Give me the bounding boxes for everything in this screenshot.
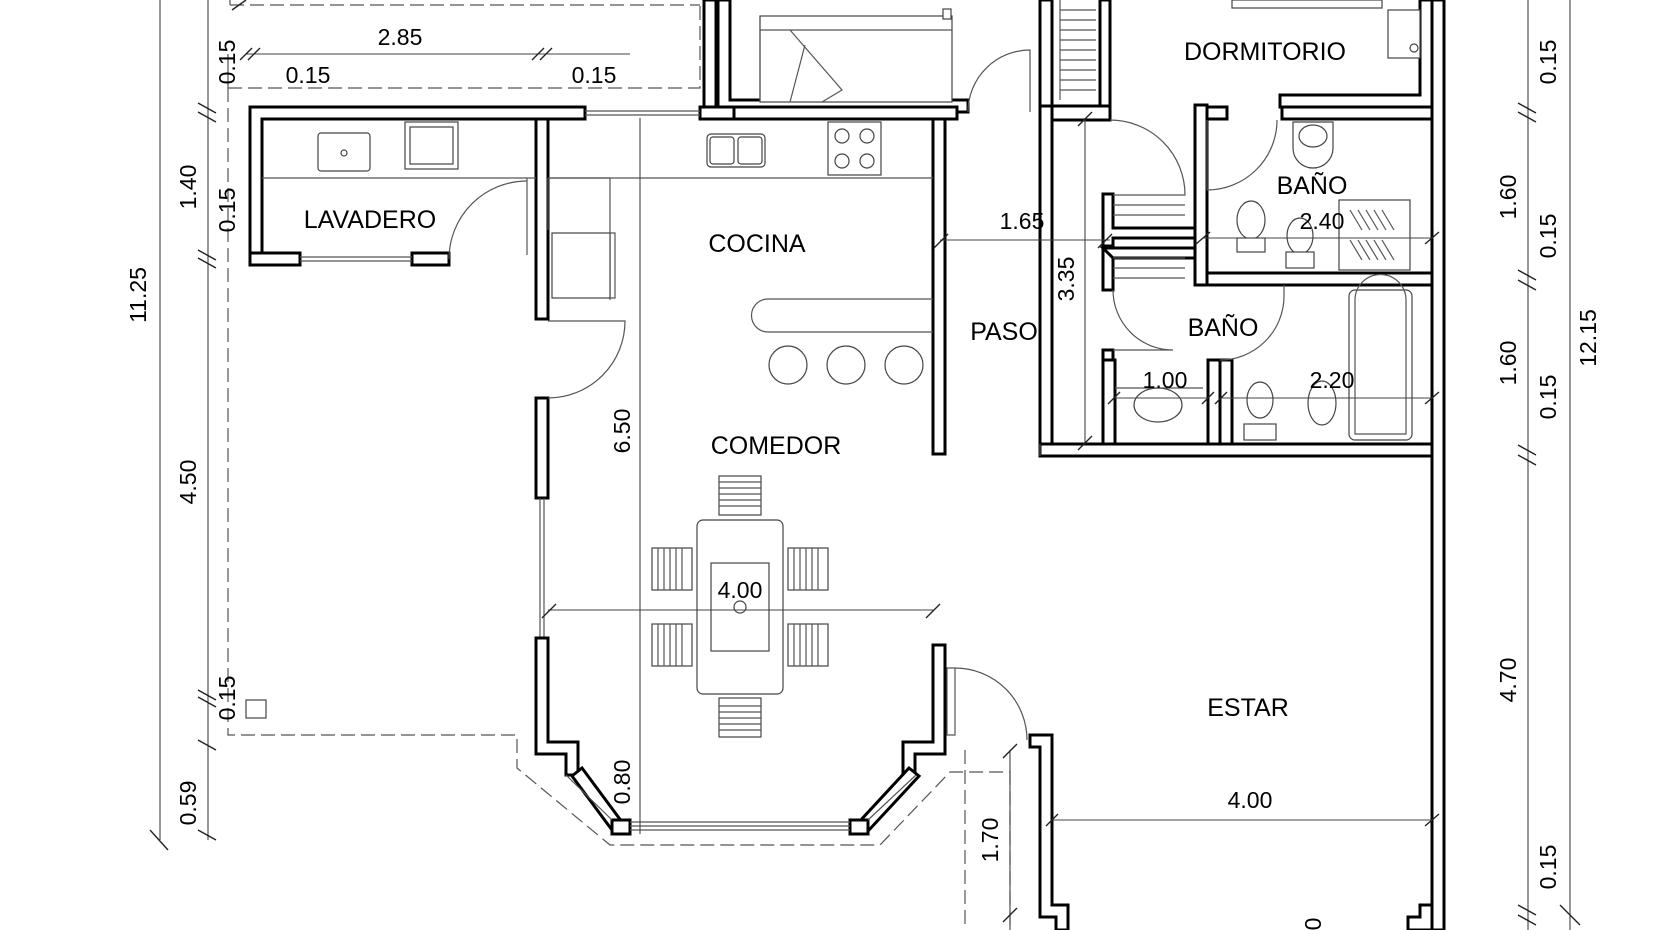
dim-left-450: 4.50 <box>175 460 201 505</box>
room-labels: LAVADERO COCINA COMEDOR PASO DORMITORIO … <box>304 38 1348 722</box>
dim-cocina-650: 6.50 <box>609 409 635 454</box>
dim-right-015-c: 0.15 <box>1535 375 1561 420</box>
dim-estar-bottom-cut: 0 <box>1300 918 1326 930</box>
cocina-comedor-walls <box>534 105 959 836</box>
room-label-cocina: COCINA <box>708 230 806 258</box>
dim-right-015-top: 0.15 <box>1535 40 1561 85</box>
stair <box>1038 0 1112 122</box>
estar-walls <box>946 667 1434 930</box>
dim-right-160-a: 1.60 <box>1495 175 1521 220</box>
dim-left-015-top: 0.15 <box>214 40 240 85</box>
dimension-lines <box>149 0 1581 930</box>
chairs <box>651 475 829 738</box>
room-label-lavadero: LAVADERO <box>304 206 436 234</box>
room-label-comedor: COMEDOR <box>711 432 842 460</box>
dim-left-015-low: 0.15 <box>214 676 240 721</box>
dim-left-015-mid: 0.15 <box>214 188 240 233</box>
dim-right-1215: 12.15 <box>1575 309 1601 367</box>
dim-right-470: 4.70 <box>1495 658 1521 703</box>
lavadero-fixtures <box>262 121 536 260</box>
paso-bano-walls <box>1038 103 1434 458</box>
dim-left-1125: 11.25 <box>125 267 151 323</box>
dim-top-015-a: 0.15 <box>286 62 331 88</box>
dim-paso-335: 3.35 <box>1053 257 1079 302</box>
dining-table <box>651 475 829 738</box>
dim-right-160-b: 1.60 <box>1495 341 1521 386</box>
top-bedroom-fragment <box>702 0 1031 114</box>
dim-right-015-bottom: 0.15 <box>1535 845 1561 890</box>
dim-top-015-b: 0.15 <box>572 62 617 88</box>
dim-top-width: 2.85 <box>378 24 423 50</box>
paso-stair-landing <box>1113 204 1185 279</box>
room-label-dormitorio: DORMITORIO <box>1184 38 1346 66</box>
dim-left-140: 1.40 <box>175 165 201 210</box>
cocina-fixtures <box>547 121 933 399</box>
column-marker <box>245 699 267 719</box>
bano-fixtures <box>1115 121 1413 441</box>
room-label-estar: ESTAR <box>1207 694 1289 722</box>
dashed-outline <box>227 0 1011 930</box>
dim-right-015-b: 0.15 <box>1535 214 1561 259</box>
dim-paso-165: 1.65 <box>1000 208 1045 234</box>
dim-estar-400: 4.00 <box>1228 787 1273 813</box>
dim-bay-080: 0.80 <box>609 760 635 805</box>
lavadero-walls <box>248 105 587 321</box>
room-label-bano-1: BAÑO <box>1277 171 1348 200</box>
dormitorio-walls <box>1231 0 1446 930</box>
dim-left-059: 0.59 <box>175 781 201 826</box>
dim-bano-240: 2.40 <box>1300 208 1345 234</box>
dimension-texts: 2.85 0.15 0.15 0.15 1.40 0.15 11.25 4.50… <box>125 24 1601 930</box>
dim-bano-100: 1.00 <box>1143 367 1188 393</box>
room-label-paso: PASO <box>970 318 1038 346</box>
dim-door-170: 1.70 <box>977 818 1003 863</box>
dim-bano-220: 2.20 <box>1310 367 1355 393</box>
dim-comedor-400: 4.00 <box>718 577 763 603</box>
room-label-bano-2: BAÑO <box>1188 313 1259 342</box>
